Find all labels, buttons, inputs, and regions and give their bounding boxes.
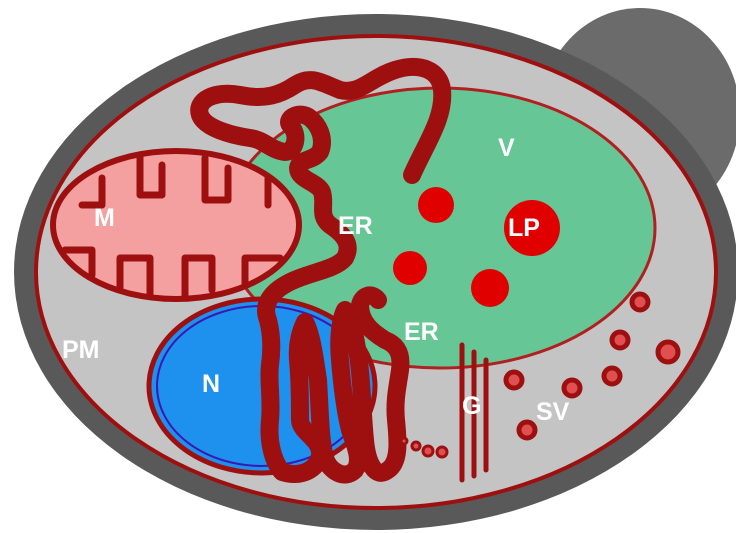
vesicle — [506, 372, 522, 388]
lipid-particle — [471, 269, 509, 307]
label-plasma-membrane: PM — [62, 336, 100, 364]
label-golgi: G — [462, 392, 481, 420]
label-nucleus: N — [202, 370, 220, 398]
mitochondrion — [53, 151, 299, 299]
vesicle — [604, 368, 620, 384]
vesicle — [519, 422, 535, 438]
label-vacuole: V — [498, 134, 515, 162]
vesicle — [632, 294, 648, 310]
label-lipid-particle: LP — [508, 214, 540, 242]
vesicle — [658, 342, 678, 362]
vesicle — [564, 380, 580, 396]
label-er-top: ER — [338, 212, 373, 240]
label-secretory-vesicles: SV — [536, 398, 570, 426]
vesicle — [612, 332, 628, 348]
lipid-particle — [393, 251, 427, 285]
label-mitochondrion: M — [94, 204, 115, 232]
label-er-bottom: ER — [404, 318, 439, 346]
lipid-particle — [418, 187, 454, 223]
